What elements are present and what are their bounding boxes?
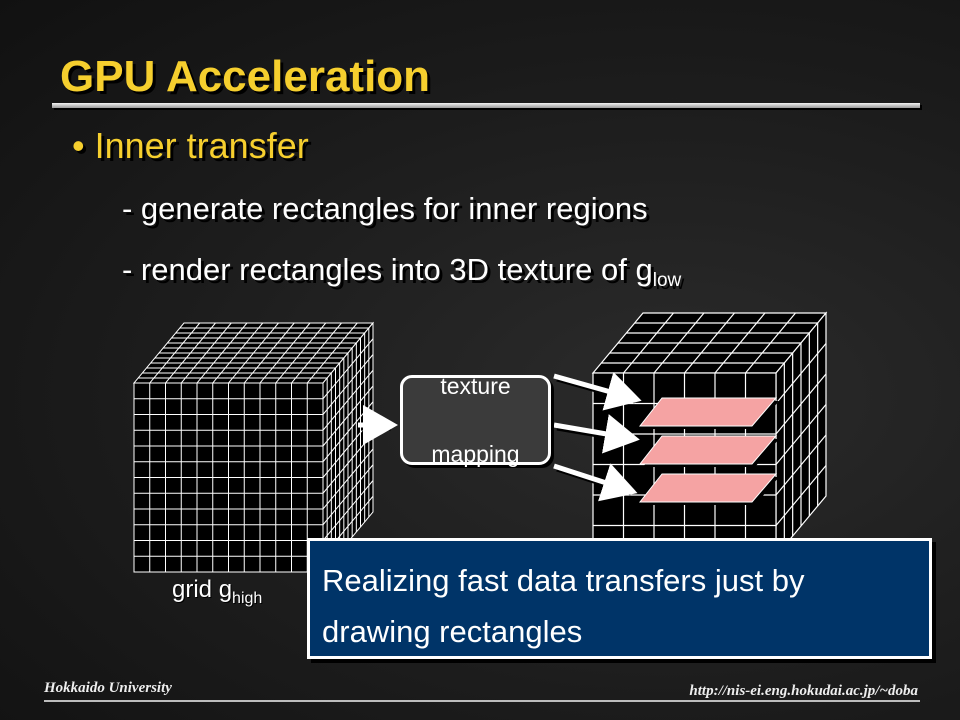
sub-item-render-text: - render rectangles into 3D texture of g xyxy=(122,252,653,287)
fine-grid-cube xyxy=(132,321,375,574)
grid-label-subscript: high xyxy=(232,590,263,607)
grid-line xyxy=(306,322,358,384)
arrow-to-slab-top xyxy=(553,371,642,411)
title-divider xyxy=(52,103,920,108)
texture-slab xyxy=(638,397,778,427)
sub-item-render-rectangles: - render rectangles into 3D texture of g… xyxy=(122,252,682,291)
footer-divider xyxy=(44,700,920,702)
sub-item-render-subscript: low xyxy=(652,270,682,291)
footer-institution: Hokkaido University xyxy=(44,680,172,696)
arrows xyxy=(358,371,642,502)
footer-url: http://nis-ei.eng.hokudai.ac.jp/~doba xyxy=(689,683,918,699)
bullet-inner-transfer: • Inner transfer xyxy=(72,125,309,166)
arrow-to-slab-middle xyxy=(553,414,640,454)
grid-label-text: grid g xyxy=(172,576,233,603)
callout-line1: Realizing fast data transfers just by xyxy=(322,563,805,598)
grid-high-label: grid ghigh xyxy=(172,576,263,607)
texture-mapping-line2: mapping xyxy=(431,441,520,467)
slide-title: GPU Acceleration xyxy=(60,52,431,101)
sub-item-generate-rectangles: - generate rectangles for inner regions xyxy=(122,191,648,226)
texture-slab xyxy=(638,435,778,465)
callout-box: Realizing fast data transfers just by dr… xyxy=(307,538,932,659)
texture-mapping-box: texture mapping xyxy=(400,373,551,467)
texture-slab xyxy=(638,473,778,503)
callout-line2: drawing rectangles xyxy=(322,614,583,649)
arrow-to-slab-bottom xyxy=(553,463,638,502)
texture-mapping-line1: texture xyxy=(440,373,511,399)
texture-slabs xyxy=(638,397,779,505)
coarse-grid-cube xyxy=(591,311,828,558)
